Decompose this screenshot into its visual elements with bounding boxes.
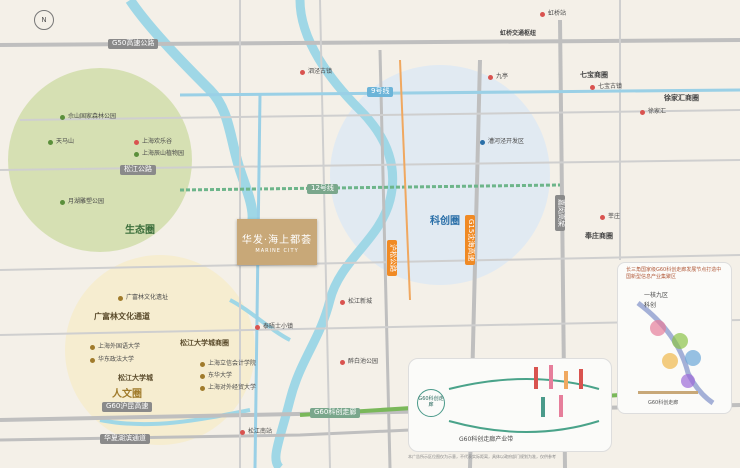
eco-circle-area xyxy=(8,68,192,252)
landmark-marker xyxy=(600,215,605,220)
landmark-label: 华东政法大学 xyxy=(98,356,135,363)
landmark-label: 月湖雕塑公园 xyxy=(68,198,105,205)
landmark-marker xyxy=(60,200,65,205)
highway-songjiang-label: 松江公路 xyxy=(120,165,156,175)
landmark-marker xyxy=(200,374,205,379)
g60-corridor-label: G60科创走廊 xyxy=(310,408,361,418)
landmark-label: 松江南站 xyxy=(248,428,273,435)
project-subtitle: MARINE CITY xyxy=(255,248,299,254)
landmark-marker xyxy=(134,140,139,145)
zone-univ-label: 松江大学城 xyxy=(118,374,153,382)
landmark-label: 九亭 xyxy=(496,73,509,80)
panel-caption: G60科创走廊产业带 xyxy=(459,436,514,443)
highway-g15-label: G15沈海高速 xyxy=(465,215,475,266)
landmark-label: 上海辰山植物园 xyxy=(142,150,185,157)
landmark-label: 上海欢乐谷 xyxy=(142,138,173,145)
zone-hongqiao-label: 虹桥交通枢纽 xyxy=(500,30,537,37)
zone-culture-corridor-label: 广富林文化通道 xyxy=(94,312,150,321)
landmark-marker xyxy=(255,325,260,330)
landmark-label: 泗泾古镇 xyxy=(308,68,333,75)
metro-line-9 xyxy=(179,88,740,97)
landmark-marker xyxy=(200,362,205,367)
landmark-label: 莘庄 xyxy=(608,213,621,220)
landmark-label: 上海外国语大学 xyxy=(98,343,141,350)
g60-inset-panel: 长三角国家级G60科创走廊发展节点打造中国新型信息产业集聚区 一核九区 科创 G… xyxy=(617,262,732,414)
inset-title: 长三角国家级G60科创走廊发展节点打造中国新型信息产业集聚区 xyxy=(626,267,722,280)
industry-panel: G60科创走廊 G60科创走廊产业带 xyxy=(408,358,612,452)
landmark-marker xyxy=(480,140,485,145)
highway-g50-label: G50高速公路 xyxy=(108,39,159,49)
zone-eco-label: 生态圈 xyxy=(125,225,155,236)
landmark-marker xyxy=(640,110,645,115)
landmark-marker xyxy=(340,300,345,305)
highway-shasong-label: 沪松公路 xyxy=(387,240,397,276)
metro-line-9-label: 9号线 xyxy=(367,87,394,97)
landmark-label: 泰晤士小镇 xyxy=(263,323,294,330)
landmark-label: 虹桥站 xyxy=(548,10,567,17)
landmark-marker xyxy=(134,152,139,157)
zone-xujiahui-label: 徐家汇商圈 xyxy=(664,94,699,102)
landmark-marker xyxy=(90,358,95,363)
project-name: 华发·海上都荟 xyxy=(241,235,313,246)
landmark-label: 东华大学 xyxy=(208,372,233,379)
landmark-marker xyxy=(488,75,493,80)
zone-humanity-label: 人文圈 xyxy=(112,389,142,400)
landmark-marker xyxy=(540,12,545,17)
landmark-label: 天马山 xyxy=(56,138,75,145)
disclaimer-text: 本广告所示区位图仅为示意，不代表实际距离，具体以政府部门规划为准，仅供参考 xyxy=(408,454,556,459)
inset-diagram xyxy=(636,301,715,406)
landmark-label: 徐家汇 xyxy=(648,108,667,115)
panel-chart xyxy=(448,365,600,433)
highway-jiading-label: 嘉闵高架 xyxy=(555,195,565,231)
landmark-label: 醉白池公园 xyxy=(348,358,379,365)
highway-g60-label: G60沪昆高速 xyxy=(102,402,153,412)
zone-fengxian-label: 奉庄商圈 xyxy=(585,232,613,240)
metro-line-12-label: 12号线 xyxy=(307,184,338,194)
compass-icon: N xyxy=(34,10,54,30)
project-marker-card[interactable]: 华发·海上都荟 MARINE CITY xyxy=(237,219,317,265)
landmark-marker xyxy=(240,430,245,435)
landmark-marker xyxy=(590,85,595,90)
landmark-label: 上海对外经贸大学 xyxy=(208,384,257,391)
landmark-marker xyxy=(118,296,123,301)
landmark-label: 广富林文化遗址 xyxy=(126,294,169,301)
landmark-label: 上海立信会计学院 xyxy=(208,360,257,367)
landmark-label: 佘山国家森林公园 xyxy=(68,113,117,120)
landmark-marker xyxy=(60,115,65,120)
zone-univ-city-label: 松江大学城商圈 xyxy=(180,339,229,347)
landmark-marker xyxy=(300,70,305,75)
highway-huabei-label: 华夏湖滨通道 xyxy=(100,434,150,444)
inset-item-label: 科创 xyxy=(644,302,657,309)
landmark-marker xyxy=(340,360,345,365)
panel-badge: G60科创走廊 xyxy=(417,389,445,417)
landmark-marker xyxy=(200,386,205,391)
humanity-circle-area xyxy=(65,255,255,445)
inset-foot: G60科创走廊 xyxy=(648,400,679,406)
zone-sci-label: 科创圈 xyxy=(430,216,460,227)
inset-item-label: 一核九区 xyxy=(644,292,669,299)
landmark-label: 松江新城 xyxy=(348,298,373,305)
zone-qibao-label: 七宝商圈 xyxy=(580,71,608,79)
metro-line-12 xyxy=(179,183,561,192)
landmark-marker xyxy=(90,345,95,350)
landmark-label: 漕河泾开发区 xyxy=(488,138,525,145)
landmark-label: 七宝古镇 xyxy=(598,83,623,90)
landmark-marker xyxy=(48,140,53,145)
